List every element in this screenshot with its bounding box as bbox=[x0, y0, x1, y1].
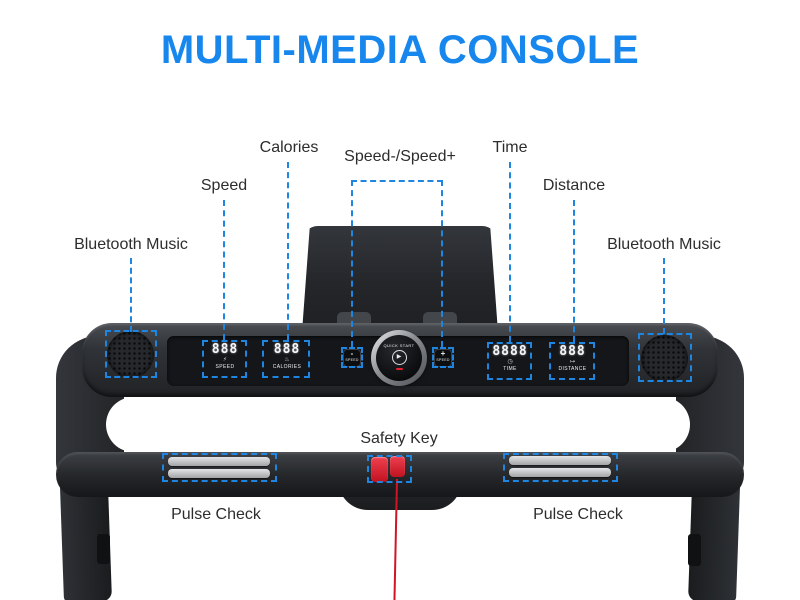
callout-box-safety-key bbox=[367, 455, 412, 483]
speedometer-icon: ⚡ bbox=[222, 357, 228, 363]
callout-line-distance bbox=[573, 200, 575, 342]
tablet-holder bbox=[302, 226, 498, 332]
track-icon: ↦ bbox=[569, 359, 576, 365]
callout-box-speed bbox=[202, 340, 247, 378]
time-display: 8888 ◷ TIME bbox=[489, 345, 531, 372]
pulse-sensor-right-top bbox=[509, 456, 611, 465]
speed-minus-caption: SPEED bbox=[345, 358, 359, 362]
speed-plus-caption: SPEED bbox=[436, 358, 450, 362]
callout-box-pulse-left bbox=[162, 453, 277, 482]
play-icon: ▶ bbox=[391, 350, 407, 365]
minus-icon: - bbox=[350, 349, 354, 358]
label-calories: Calories bbox=[259, 139, 319, 156]
label-safety-key: Safety Key bbox=[360, 430, 438, 447]
label-bluetooth-left: Bluetooth Music bbox=[74, 236, 188, 253]
label-bluetooth-right: Bluetooth Music bbox=[607, 236, 721, 253]
calories-display: 888 ♨ CALORIES bbox=[265, 343, 309, 370]
clock-icon: ◷ bbox=[507, 359, 513, 365]
callout-box-speed-minus bbox=[341, 347, 363, 368]
distance-display-caption: DISTANCE bbox=[558, 366, 587, 372]
callout-line-bluetooth-left bbox=[130, 258, 132, 332]
quick-start-indicator bbox=[395, 368, 403, 370]
callout-box-bluetooth-left bbox=[105, 330, 157, 378]
quick-start-label: QUICK START bbox=[383, 343, 415, 348]
callout-line-bluetooth-right bbox=[663, 258, 665, 334]
safety-key bbox=[371, 457, 388, 482]
calories-display-caption: CALORIES bbox=[272, 364, 302, 370]
time-display-caption: TIME bbox=[503, 366, 517, 372]
callout-box-distance bbox=[549, 342, 595, 380]
plus-icon: + bbox=[440, 349, 446, 358]
label-speed: Speed bbox=[200, 177, 248, 194]
post-joint-left bbox=[97, 534, 110, 564]
calories-display-digits: 888 bbox=[273, 342, 301, 357]
quick-start-button-face: QUICK START ▶ bbox=[376, 335, 422, 381]
page-title: MULTI-MEDIA CONSOLE bbox=[160, 28, 640, 72]
speaker-left-icon bbox=[107, 331, 154, 378]
post-joint-right bbox=[688, 534, 701, 566]
pulse-sensor-left-bottom bbox=[168, 469, 270, 478]
tablet-holder-face bbox=[302, 226, 498, 332]
speed-display: 888 ⚡ SPEED bbox=[204, 343, 246, 370]
label-pulse-right: Pulse Check bbox=[533, 506, 623, 523]
callout-bracket-speed-buttons bbox=[351, 180, 443, 182]
callout-line-time bbox=[509, 162, 511, 342]
tablet-clip-left bbox=[337, 312, 371, 326]
quick-start-button: QUICK START ▶ bbox=[371, 330, 427, 386]
label-distance: Distance bbox=[542, 177, 606, 194]
callout-line-calories bbox=[287, 162, 289, 340]
speaker-right-icon bbox=[641, 335, 688, 382]
frame-opening bbox=[106, 397, 690, 452]
distance-display: 888 ↦ DISTANCE bbox=[551, 345, 594, 372]
speed-display-caption: SPEED bbox=[215, 364, 235, 370]
tablet-clip-right bbox=[423, 312, 457, 326]
callout-box-speed-plus bbox=[432, 347, 454, 368]
pulse-sensor-left-top bbox=[168, 457, 270, 466]
distance-display-digits: 888 bbox=[559, 344, 586, 359]
callout-box-pulse-right bbox=[503, 453, 618, 482]
callout-line-speed-plus bbox=[441, 180, 443, 347]
safety-key-clip bbox=[390, 456, 405, 477]
pulse-sensor-right-bottom bbox=[509, 468, 611, 477]
callout-line-speed-minus bbox=[351, 180, 353, 347]
speed-display-digits: 888 bbox=[211, 342, 239, 357]
callout-box-bluetooth-right bbox=[638, 333, 692, 382]
label-speed-buttons: Speed-/Speed+ bbox=[344, 148, 456, 165]
time-display-digits: 8888 bbox=[492, 344, 528, 359]
callout-line-speed bbox=[223, 200, 225, 340]
callout-box-calories bbox=[262, 340, 310, 378]
label-time: Time bbox=[492, 139, 528, 156]
callout-box-time bbox=[487, 342, 532, 380]
label-pulse-left: Pulse Check bbox=[171, 506, 261, 523]
flame-icon: ♨ bbox=[284, 357, 290, 363]
